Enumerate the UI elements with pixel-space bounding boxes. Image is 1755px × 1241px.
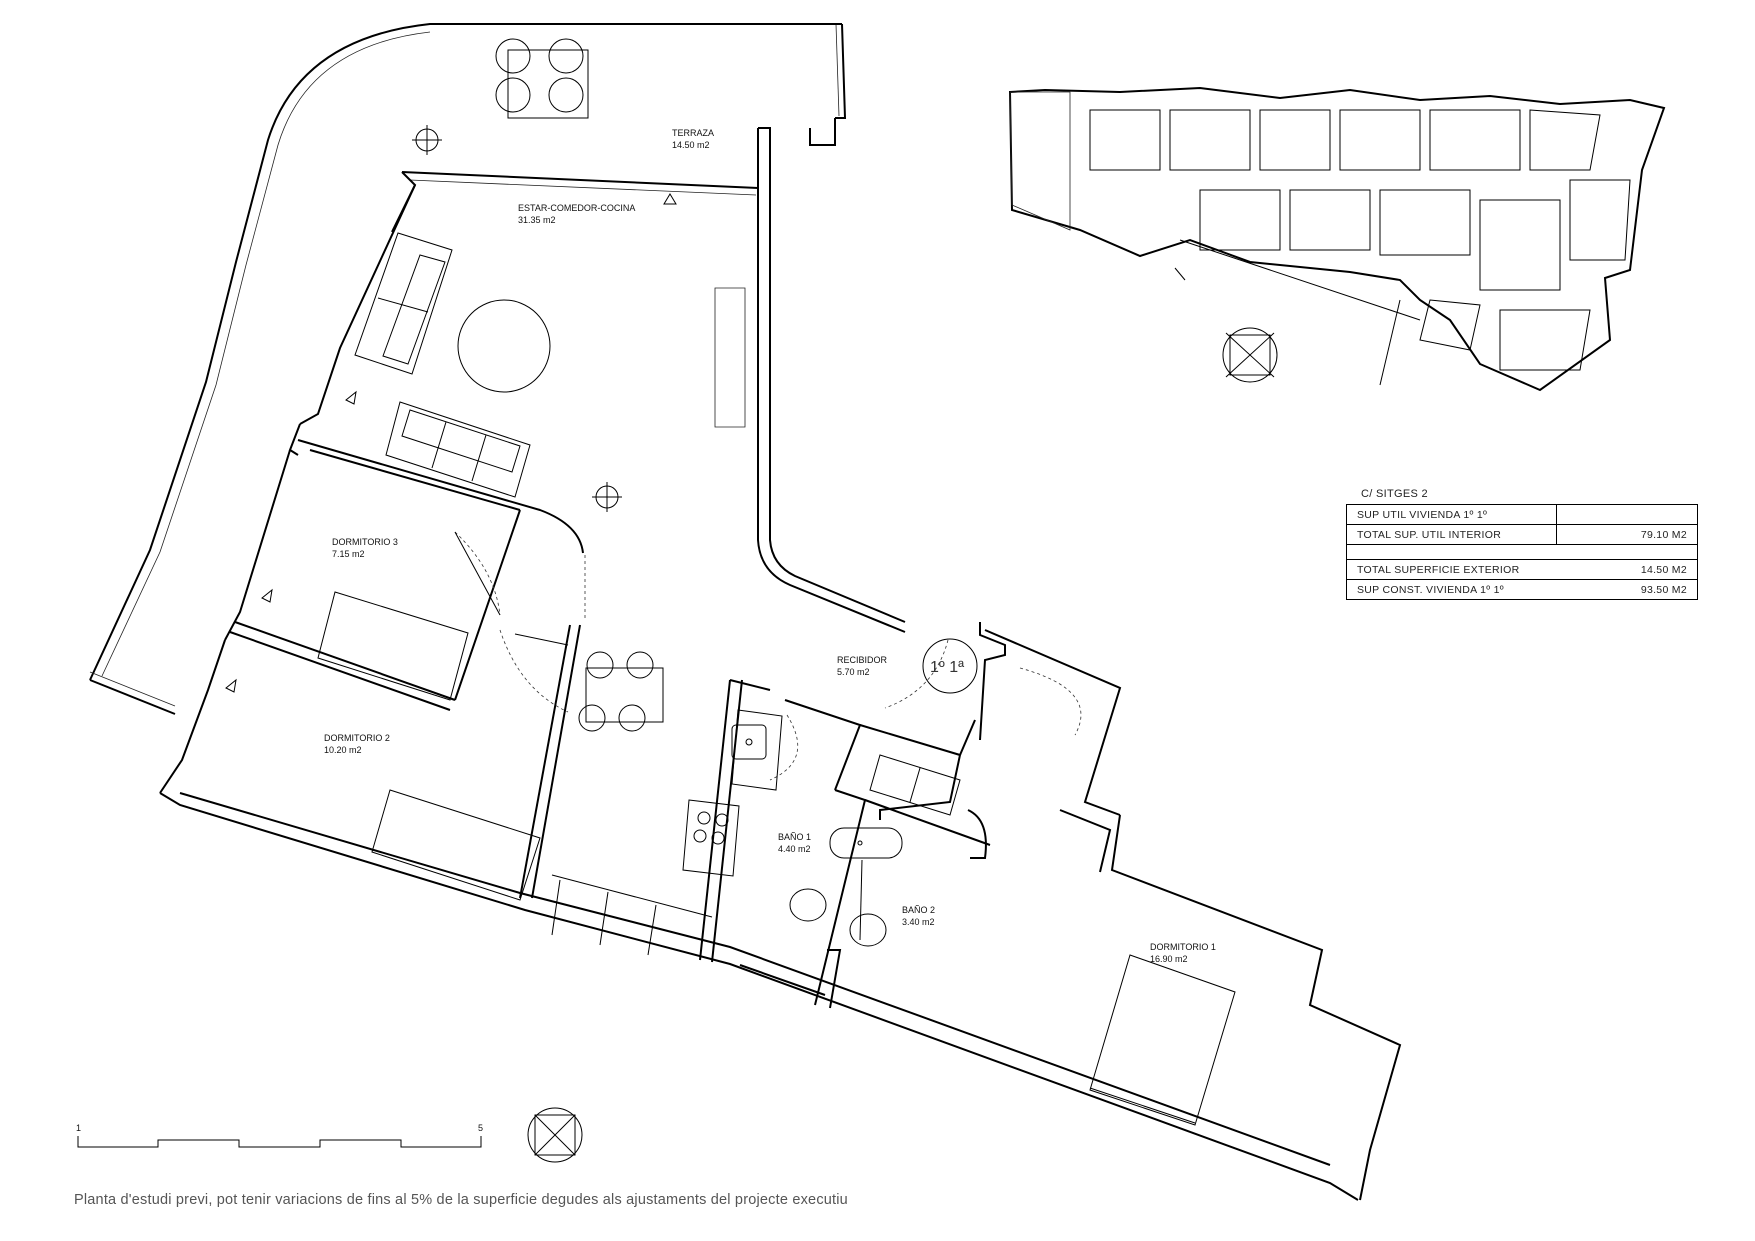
footnote: Planta d'estudi previ, pot tenir variaci… (74, 1192, 848, 1208)
living-furniture (354, 193, 677, 732)
room-labels: TERRAZA 14.50 m2 ESTAR-COMEDOR-COCINA 31… (324, 128, 1216, 964)
summary-label (1346, 544, 1557, 560)
north-symbol (527, 1107, 583, 1163)
summary-value (1556, 504, 1698, 525)
summary-value: 14.50 M2 (1556, 559, 1698, 580)
summary-row (1346, 544, 1698, 560)
key-plan (1008, 86, 1666, 392)
area-summary: C/ SITGES 2 SUP UTIL VIVIENDA 1º 1º TOTA… (1346, 484, 1698, 600)
summary-title: C/ SITGES 2 (1361, 488, 1428, 500)
terraza-label: TERRAZA (672, 128, 714, 138)
summary-row: SUP UTIL VIVIENDA 1º 1º (1346, 504, 1698, 525)
recibidor-label: RECIBIDOR (837, 655, 888, 665)
apartment-walls (159, 127, 1402, 1201)
scale-bar: 1 5 (76, 1123, 483, 1148)
summary-label: SUP CONST. VIVIENDA 1º 1º (1346, 579, 1557, 600)
wet-areas (551, 709, 961, 956)
dormitorio2-label: DORMITORIO 2 (324, 733, 390, 743)
dormitorio3-area: 7.15 m2 (332, 549, 365, 559)
dormitorio1-area: 16.90 m2 (1150, 954, 1188, 964)
terraza-area: 14.50 m2 (672, 140, 710, 150)
recibidor-area: 5.70 m2 (837, 667, 870, 677)
summary-row: SUP CONST. VIVIENDA 1º 1º 93.50 M2 (1346, 579, 1698, 600)
dormitorio3-label: DORMITORIO 3 (332, 537, 398, 547)
flat-id: 1º 1ª (930, 659, 964, 676)
flat-id-circle (922, 638, 978, 694)
summary-value: 79.10 M2 (1556, 524, 1698, 545)
bano2-label: BAÑO 2 (902, 905, 935, 915)
summary-row: TOTAL SUP. UTIL INTERIOR 79.10 M2 (1346, 524, 1698, 545)
bano1-label: BAÑO 1 (778, 832, 811, 842)
dormitorio1-label: DORMITORIO 1 (1150, 942, 1216, 952)
scale-start: 1 (76, 1123, 81, 1133)
estar-label: ESTAR-COMEDOR-COCINA (518, 203, 635, 213)
bano2-area: 3.40 m2 (902, 917, 935, 927)
bedroom-furniture (225, 390, 1236, 1126)
bano1-area: 4.40 m2 (778, 844, 811, 854)
summary-table: SUP UTIL VIVIENDA 1º 1º TOTAL SUP. UTIL … (1346, 504, 1698, 600)
summary-value: 93.50 M2 (1556, 579, 1698, 600)
summary-label: TOTAL SUPERFICIE EXTERIOR (1346, 559, 1557, 580)
summary-row: TOTAL SUPERFICIE EXTERIOR 14.50 M2 (1346, 559, 1698, 580)
summary-value (1556, 544, 1698, 560)
scale-end: 5 (478, 1123, 483, 1133)
terrace (89, 23, 847, 715)
dormitorio2-area: 10.20 m2 (324, 745, 362, 755)
summary-label: TOTAL SUP. UTIL INTERIOR (1346, 524, 1557, 545)
estar-area: 31.35 m2 (518, 215, 556, 225)
summary-label: SUP UTIL VIVIENDA 1º 1º (1346, 504, 1557, 525)
